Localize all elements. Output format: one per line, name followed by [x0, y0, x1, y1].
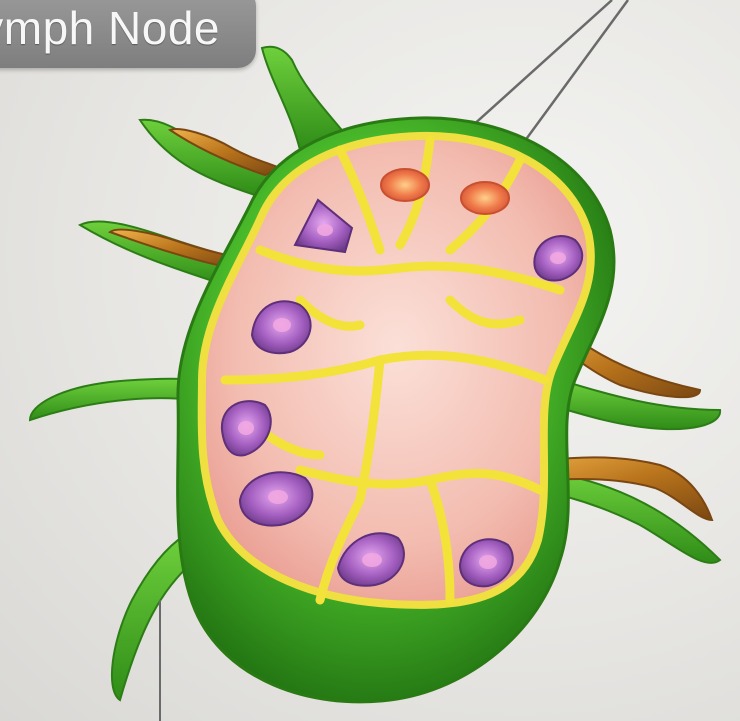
germinal-center-2	[461, 182, 509, 214]
title-text: ymph Node	[0, 1, 220, 55]
follicle-core-7	[479, 555, 497, 569]
follicle-core-5	[268, 490, 288, 504]
follicle-core-4	[238, 421, 254, 435]
follicle-core-3	[273, 318, 291, 332]
follicle-core-6	[362, 553, 382, 567]
germinal-center-1	[381, 169, 429, 201]
title-label: ymph Node	[0, 0, 256, 68]
follicle-core-1	[317, 224, 333, 236]
follicle-core-2	[550, 252, 566, 264]
